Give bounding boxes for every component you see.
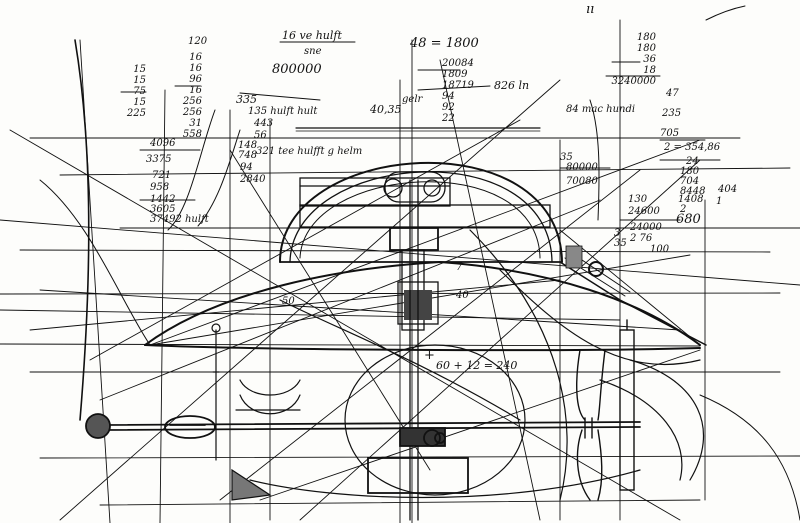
- note-180: 180: [680, 166, 700, 177]
- note-705: 705: [660, 128, 680, 139]
- note-2: 2: [680, 204, 687, 215]
- note-gelr: gelr: [402, 94, 423, 105]
- note-84: 84 mac hundi: [566, 104, 636, 115]
- note-130: 130: [628, 194, 648, 205]
- left-assembly: [211, 323, 301, 501]
- note-24600: 24600: [628, 206, 660, 217]
- note-4096: 4096: [150, 138, 176, 149]
- left-arc-2: [39, 179, 151, 346]
- note-37492: 37492 hulft: [150, 214, 209, 225]
- note-235: 235: [662, 108, 682, 119]
- note-bottom-eq: 60 + 12 = 240: [436, 359, 518, 372]
- note-right-180-col: 180 180 36 18 3240000: [611, 32, 656, 87]
- scribble-arcs: [167, 5, 800, 521]
- note-24000: 24000 2 76: [630, 222, 662, 244]
- note-958: 958: [150, 182, 170, 193]
- note-35-small: 35: [614, 238, 627, 249]
- note-rule-block: 20084 1809 18719 94 92 22: [442, 58, 474, 124]
- note-35: 35: [560, 152, 573, 163]
- left-arc: [74, 39, 90, 421]
- note-8448: 8448: [680, 186, 706, 197]
- note-120: 120: [188, 36, 208, 47]
- note-800000: 800000: [272, 62, 322, 77]
- note-40-35: 40,35: [370, 103, 402, 116]
- note-48-1800: 48 = 1800: [410, 36, 479, 51]
- note-443: 443: [254, 118, 274, 129]
- note-2840: 2840: [240, 174, 266, 185]
- note-col-16: 16 16 96 16 256 256 31 558: [182, 52, 202, 140]
- note-748: 748: [238, 150, 258, 161]
- note-404: 404: [718, 184, 738, 195]
- note-70080: 70080: [566, 176, 598, 187]
- note-7: 7: [456, 262, 463, 273]
- note-3375: 3375: [146, 154, 172, 165]
- note-40: 40: [456, 290, 469, 301]
- note-56: 56: [254, 130, 267, 141]
- note-721: 721: [152, 170, 172, 181]
- note-135: 135 hulft hult: [248, 106, 318, 117]
- note-1: 1: [716, 196, 723, 207]
- sweep-curves: [249, 229, 705, 501]
- note-100: 100: [650, 244, 670, 255]
- propeller: [576, 319, 635, 501]
- note-826: 826 ln: [494, 79, 530, 92]
- note-148: 148: [238, 140, 258, 151]
- note-sne: sne: [304, 46, 322, 57]
- note-1442: 1442: [150, 194, 176, 205]
- note-704: 704: [680, 176, 700, 187]
- note-24: 24: [686, 156, 699, 167]
- note-47: 47: [666, 88, 679, 99]
- note-1408: 1408: [678, 194, 704, 205]
- shaft: [85, 413, 641, 494]
- note-80000: 80000: [566, 162, 598, 173]
- note-3: 3: [614, 228, 621, 239]
- note-680: 680: [676, 212, 701, 227]
- note-16-ve-hulft: 16 ve hulft: [282, 29, 342, 42]
- hull: [144, 245, 707, 352]
- sum-rules: [120, 41, 721, 221]
- corner-mark: ıı: [586, 2, 595, 17]
- note-plus: +: [424, 348, 435, 363]
- note-50: 50: [282, 296, 295, 307]
- note-left-col-a: 15 15 75 15 225: [126, 64, 146, 119]
- note-354: 2 = 354,86: [664, 142, 721, 153]
- note-94: 94: [240, 162, 253, 173]
- note-3605: 3605: [150, 204, 176, 215]
- note-321: 321 tee hulfft g helm: [256, 146, 363, 157]
- note-335: 335: [236, 93, 257, 106]
